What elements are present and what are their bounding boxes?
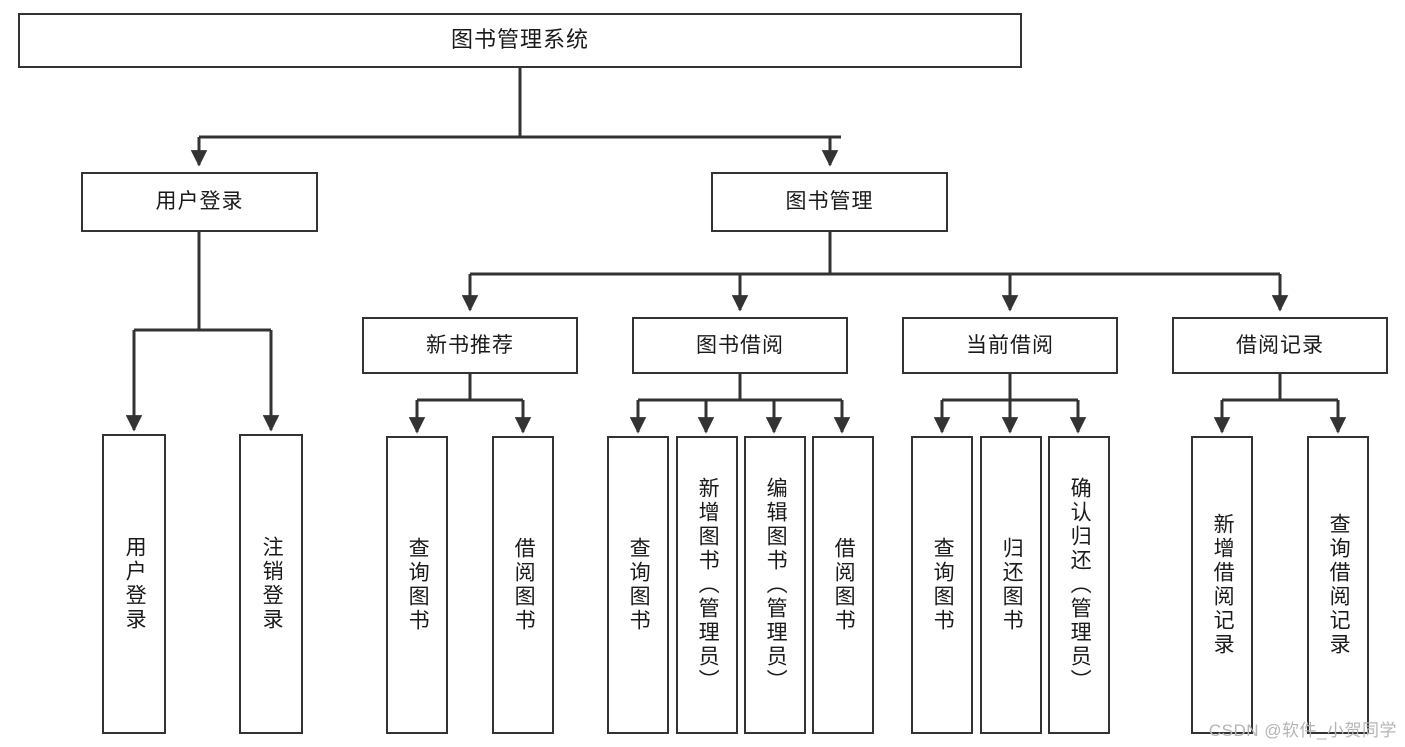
node-user-login[interactable]: 用户登录	[81, 172, 318, 232]
node-borrow-record[interactable]: 借阅记录	[1172, 317, 1388, 374]
node-root-system[interactable]: 图书管理系统	[18, 13, 1022, 68]
leaf-label: 借阅图书	[832, 537, 856, 633]
leaf-user-login-login[interactable]: 用户登录	[102, 434, 166, 734]
leaf-label: 确认归还（管理员）	[1068, 477, 1092, 693]
leaf-book-borrow-edit[interactable]: 编辑图书（管理员）	[744, 436, 806, 734]
leaf-label: 借阅图书	[512, 537, 536, 633]
leaf-book-borrow-borrow[interactable]: 借阅图书	[812, 436, 874, 734]
leaf-borrow-record-query[interactable]: 查询借阅记录	[1307, 436, 1369, 734]
leaf-label: 用户登录	[123, 536, 147, 632]
leaf-current-borrow-query[interactable]: 查询图书	[911, 436, 973, 734]
leaf-label: 查询图书	[406, 537, 430, 633]
leaf-label: 注销登录	[260, 536, 284, 632]
leaf-user-login-logout[interactable]: 注销登录	[239, 434, 303, 734]
leaf-borrow-record-add[interactable]: 新增借阅记录	[1191, 436, 1253, 734]
node-new-book-recommend[interactable]: 新书推荐	[362, 317, 578, 374]
node-book-manage[interactable]: 图书管理	[711, 172, 948, 232]
node-current-borrow[interactable]: 当前借阅	[902, 317, 1118, 374]
leaf-label: 新增图书（管理员）	[696, 477, 720, 693]
leaf-current-borrow-return[interactable]: 归还图书	[980, 436, 1042, 734]
leaf-label: 归还图书	[1000, 537, 1024, 633]
leaf-book-borrow-add[interactable]: 新增图书（管理员）	[676, 436, 738, 734]
leaf-label: 查询图书	[627, 537, 651, 633]
node-book-borrow[interactable]: 图书借阅	[632, 317, 848, 374]
leaf-new-book-query[interactable]: 查询图书	[386, 436, 448, 734]
leaf-label: 查询图书	[931, 537, 955, 633]
leaf-new-book-borrow[interactable]: 借阅图书	[492, 436, 554, 734]
leaf-label: 编辑图书（管理员）	[764, 477, 788, 693]
leaf-book-borrow-query[interactable]: 查询图书	[607, 436, 669, 734]
leaf-current-borrow-confirm[interactable]: 确认归还（管理员）	[1048, 436, 1110, 734]
leaf-label: 查询借阅记录	[1327, 513, 1351, 657]
leaf-label: 新增借阅记录	[1211, 513, 1235, 657]
